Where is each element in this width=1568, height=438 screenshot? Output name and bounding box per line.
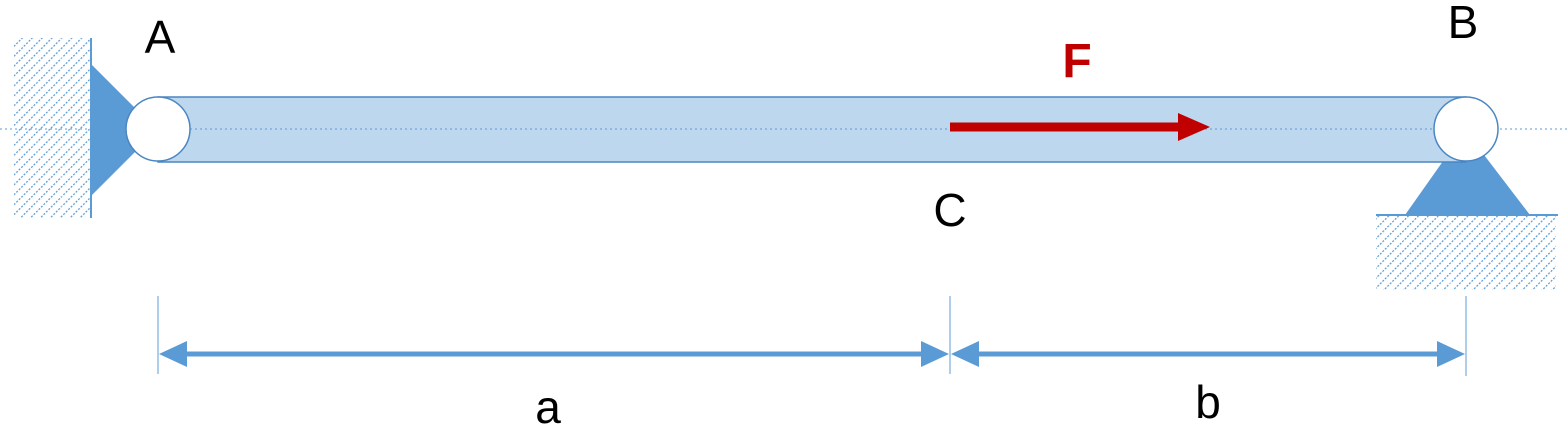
wall-support-a [14, 38, 157, 218]
dimension-arrow-a [159, 341, 949, 367]
pin-support-triangle-a [92, 65, 157, 195]
point-label-b: B [1448, 0, 1479, 48]
wall-hatch [14, 38, 91, 218]
hinge-a [125, 96, 191, 162]
hinge-b [1433, 96, 1499, 162]
dimension-label-a: a [535, 381, 561, 433]
ground-support-b [1376, 130, 1558, 290]
dimension-arrow-b [951, 341, 1465, 367]
point-label-a: A [145, 11, 176, 63]
dimension-label-b: b [1195, 376, 1221, 428]
point-label-c: C [933, 184, 966, 236]
force-arrow [950, 113, 1210, 141]
ground-hatch [1376, 216, 1556, 290]
force-arrowhead [1178, 113, 1210, 141]
pin-support-triangle-b [1405, 130, 1530, 215]
force-label: F [1062, 35, 1091, 88]
